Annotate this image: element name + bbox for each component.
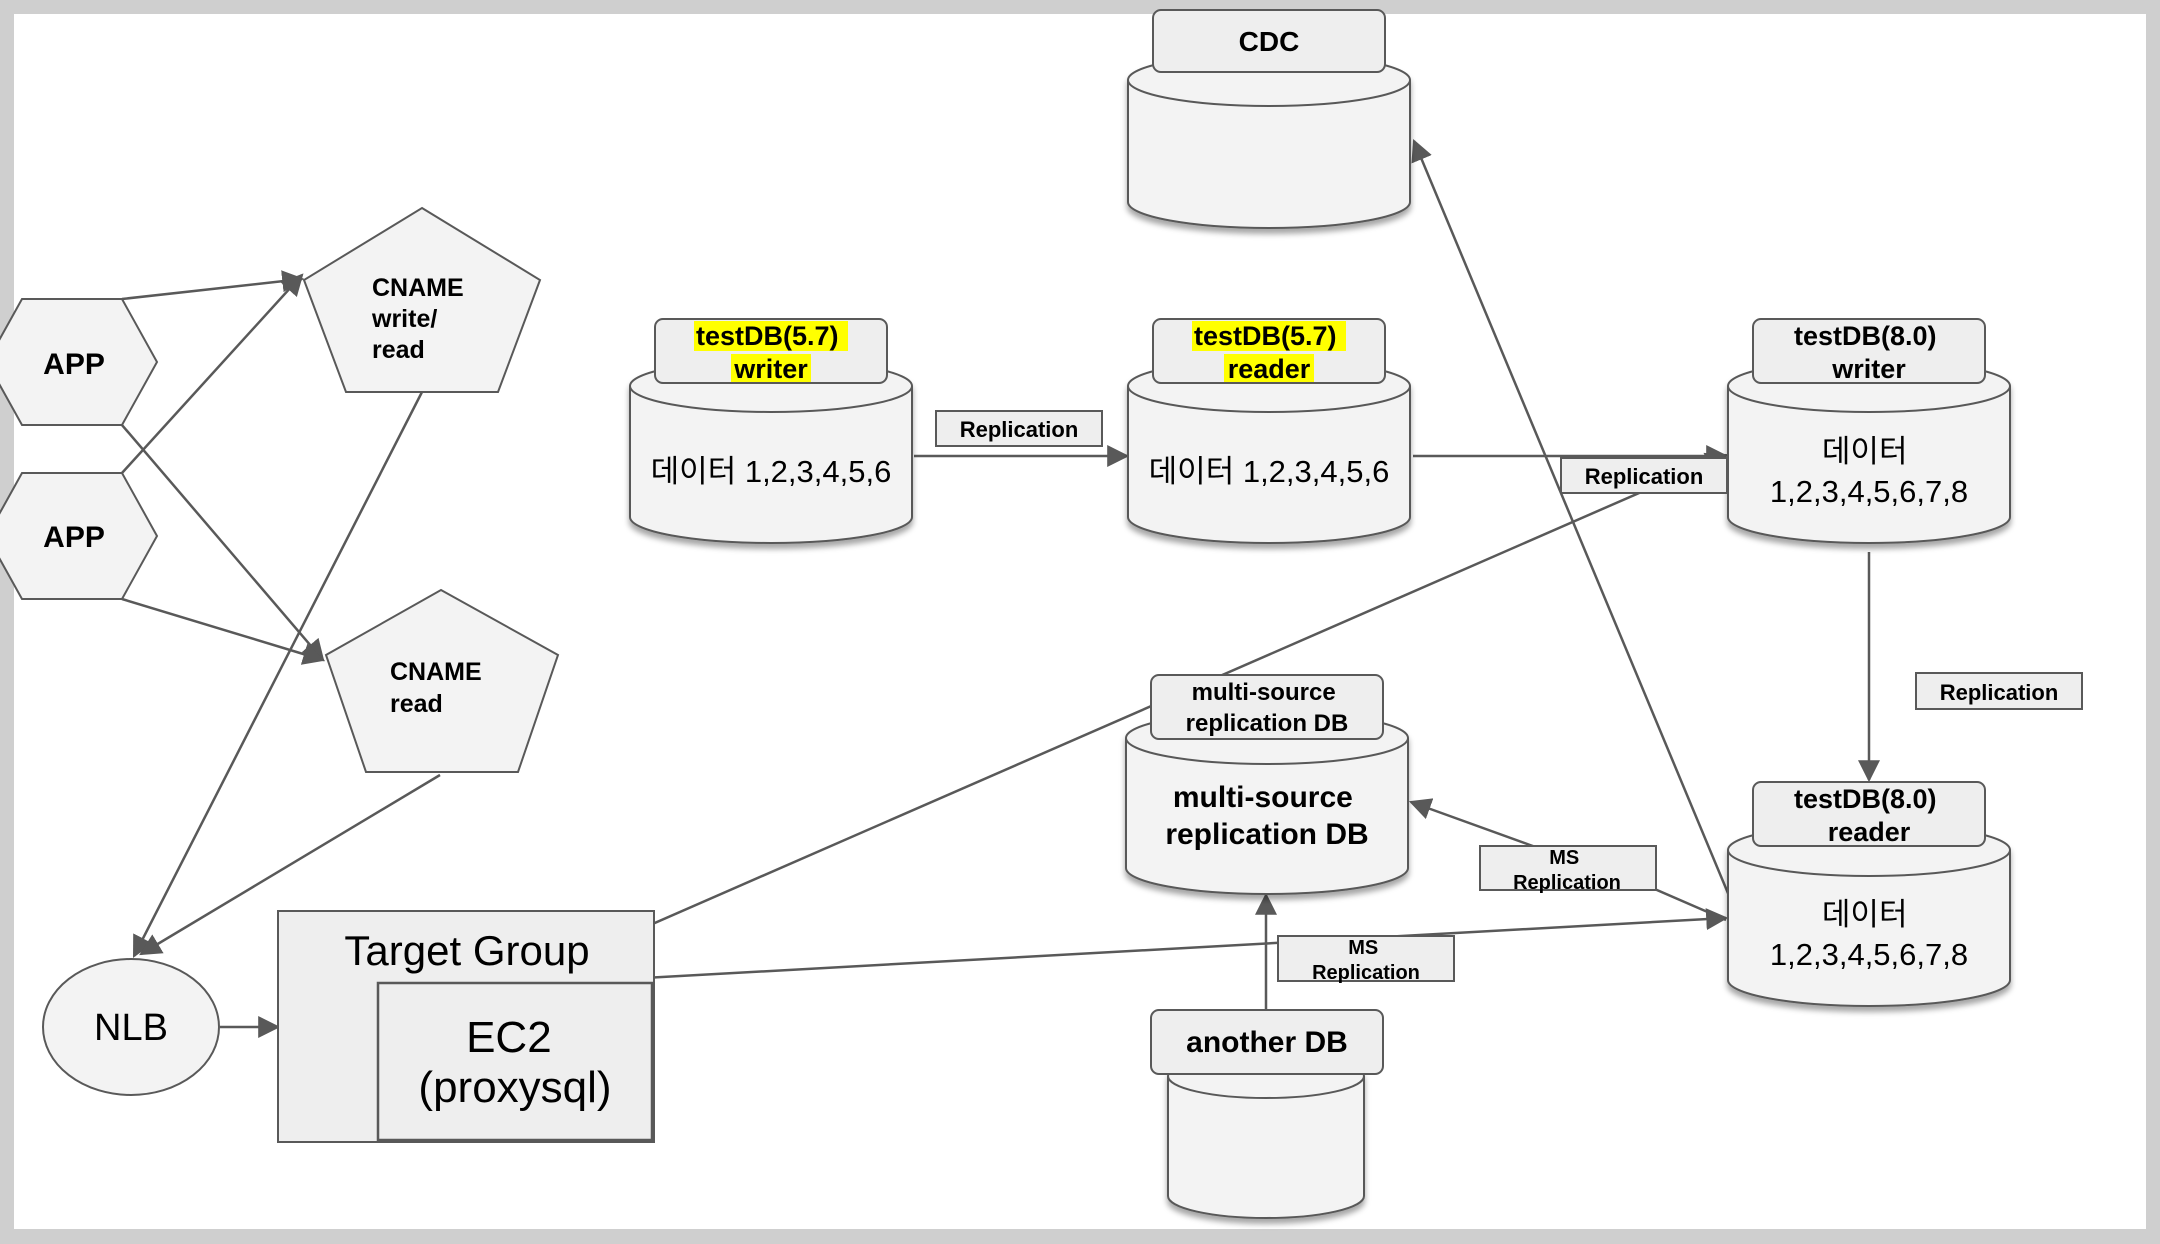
app-node-2[interactable]: APP bbox=[0, 472, 159, 600]
edge-ec2-db80w bbox=[514, 452, 1729, 986]
db57w-body: 데이터 1,2,3,4,5,6 bbox=[651, 454, 892, 489]
svg-text:testDB(5.7) writer: testDB(5.7) writer bbox=[696, 321, 846, 384]
testdb80-writer[interactable]: testDB(8.0) writer 데이터 1,2,3,4,5,6,7,8 bbox=[1727, 318, 2011, 544]
svg-text:데이터 1,2,3,4,5,6,7,8: 데이터 1,2,3,4,5,6,7,8 bbox=[1770, 434, 1968, 509]
svg-text:testDB(5.7) reader: testDB(5.7) reader bbox=[1194, 321, 1344, 384]
db80w-body-2: 1,2,3,4,5,6,7,8 bbox=[1770, 474, 1968, 509]
ms-rep-2-line-1: MS bbox=[1348, 937, 1378, 959]
testdb57-reader[interactable]: testDB(5.7) reader 데이터 1,2,3,4,5,6 bbox=[1127, 318, 1411, 544]
svg-text:EC2 (proxysql): EC2 (proxysql) bbox=[418, 1013, 611, 1112]
db57r-title-1: testDB(5.7) bbox=[1194, 321, 1337, 351]
cname-write-read-node[interactable]: CNAME write/ read bbox=[302, 206, 542, 393]
db57r-title-2: reader bbox=[1228, 354, 1311, 384]
ms-rep-2-line-2: Replication bbox=[1312, 962, 1420, 984]
cdc-db[interactable]: CDC bbox=[1127, 9, 1411, 229]
edge-label-replication-to-80-text: Replication bbox=[1585, 464, 1704, 489]
ms-rep-1-line-2: Replication bbox=[1513, 872, 1621, 894]
nlb-node[interactable]: NLB bbox=[42, 958, 220, 1096]
cname-r-line-2: read bbox=[390, 690, 443, 718]
app-label-1: APP bbox=[43, 348, 105, 381]
db57w-title-highlight-1 bbox=[694, 321, 848, 351]
app-label-2: APP bbox=[43, 521, 105, 554]
svg-text:testDB(8.0) reader: testDB(8.0) reader bbox=[1794, 784, 1944, 847]
target-group-label: Target Group bbox=[344, 927, 589, 974]
edge-cname-r-nlb bbox=[139, 773, 441, 956]
edge-ec2-db80r bbox=[589, 908, 1729, 983]
db57r-title-highlight-1 bbox=[1192, 321, 1346, 351]
db57r-title-highlight-2 bbox=[1224, 354, 1314, 382]
msdb-body-1: multi-source bbox=[1173, 781, 1353, 814]
db80r-body-2: 1,2,3,4,5,6,7,8 bbox=[1770, 937, 1968, 972]
db80r-title-2: reader bbox=[1828, 817, 1911, 847]
cname-wr-line-1: CNAME bbox=[372, 274, 464, 302]
msdb-title-1: multi-source bbox=[1192, 679, 1336, 706]
edge-label-ms-replication-2: MS Replication bbox=[1277, 935, 1455, 984]
another-db-label: another DB bbox=[1186, 1026, 1348, 1059]
cname-wr-line-2: write/ bbox=[371, 305, 437, 333]
svg-text:MS Replication: MS Replication bbox=[1312, 937, 1420, 984]
app-node-1[interactable]: APP bbox=[0, 298, 159, 426]
testdb80-reader[interactable]: testDB(8.0) reader 데이터 1,2,3,4,5,6,7,8 bbox=[1727, 781, 2011, 1007]
edge-label-replication-80-text: Replication bbox=[1940, 680, 2059, 705]
edge-label-replication-57: Replication bbox=[935, 410, 1103, 447]
cname-wr-line-3: read bbox=[372, 336, 425, 364]
edge-label-replication-to-80: Replication bbox=[1560, 457, 1728, 494]
edge-label-ms-replication-1: MS Replication bbox=[1479, 845, 1657, 894]
db80w-body-1: 데이터 bbox=[1822, 434, 1908, 469]
db57w-title-highlight-2 bbox=[731, 354, 811, 382]
edge-label-replication-80: Replication bbox=[1915, 672, 2083, 710]
msdb-body-2: replication DB bbox=[1165, 818, 1368, 851]
db57w-title-2: writer bbox=[733, 354, 808, 384]
nlb-label: NLB bbox=[94, 1007, 168, 1049]
cname-r-line-1: CNAME bbox=[390, 658, 482, 686]
db80w-title-2: writer bbox=[1831, 354, 1906, 384]
svg-text:multi-source replication: multi-source replication DB bbox=[1186, 679, 1349, 737]
edge-app1-cname-wr bbox=[121, 270, 305, 301]
edge-cname-wr-nlb bbox=[132, 391, 424, 958]
svg-text:MS Replication: MS Replication bbox=[1513, 847, 1621, 894]
svg-text:testDB(8.0) writer: testDB(8.0) writer bbox=[1794, 321, 1944, 384]
cdc-label: CDC bbox=[1239, 26, 1300, 57]
edge-80r-cdc bbox=[1411, 138, 1732, 899]
ec2-proxysql-node[interactable]: EC2 (proxysql) bbox=[376, 981, 654, 1142]
svg-text:multi-source replication: multi-source replication DB bbox=[1165, 781, 1368, 851]
another-db[interactable]: another DB bbox=[1150, 1009, 1384, 1219]
edge-label-replication-57-text: Replication bbox=[960, 417, 1079, 442]
edge-app2-cname-wr bbox=[121, 273, 304, 474]
svg-text:CNAME write/ read: CNAME write/ read bbox=[371, 274, 471, 364]
cname-read-node[interactable]: CNAME read bbox=[324, 588, 560, 773]
svg-text:데이터 1,2,3,4,5,6,7,8: 데이터 1,2,3,4,5,6,7,8 bbox=[1770, 897, 1968, 972]
ec2-line-2: (proxysql) bbox=[418, 1063, 611, 1112]
multi-source-replication-db[interactable]: multi-source replication DB multi-source… bbox=[1125, 674, 1409, 895]
svg-text:CNAME read: CNAME read bbox=[390, 658, 489, 718]
testdb57-writer[interactable]: testDB(5.7) writer 데이터 1,2,3,4,5,6 bbox=[629, 318, 913, 544]
edge-app1-cname-r bbox=[121, 424, 325, 662]
db57w-title-1: testDB(5.7) bbox=[696, 321, 839, 351]
db80w-title-1: testDB(8.0) bbox=[1794, 321, 1937, 351]
db80r-body-1: 데이터 bbox=[1822, 897, 1908, 932]
db80r-title-1: testDB(8.0) bbox=[1794, 784, 1937, 814]
msdb-title-2: replication DB bbox=[1186, 710, 1349, 737]
db57r-body: 데이터 1,2,3,4,5,6 bbox=[1149, 454, 1390, 489]
ms-rep-1-line-1: MS bbox=[1549, 847, 1579, 869]
ec2-line-1: EC2 bbox=[466, 1013, 552, 1062]
